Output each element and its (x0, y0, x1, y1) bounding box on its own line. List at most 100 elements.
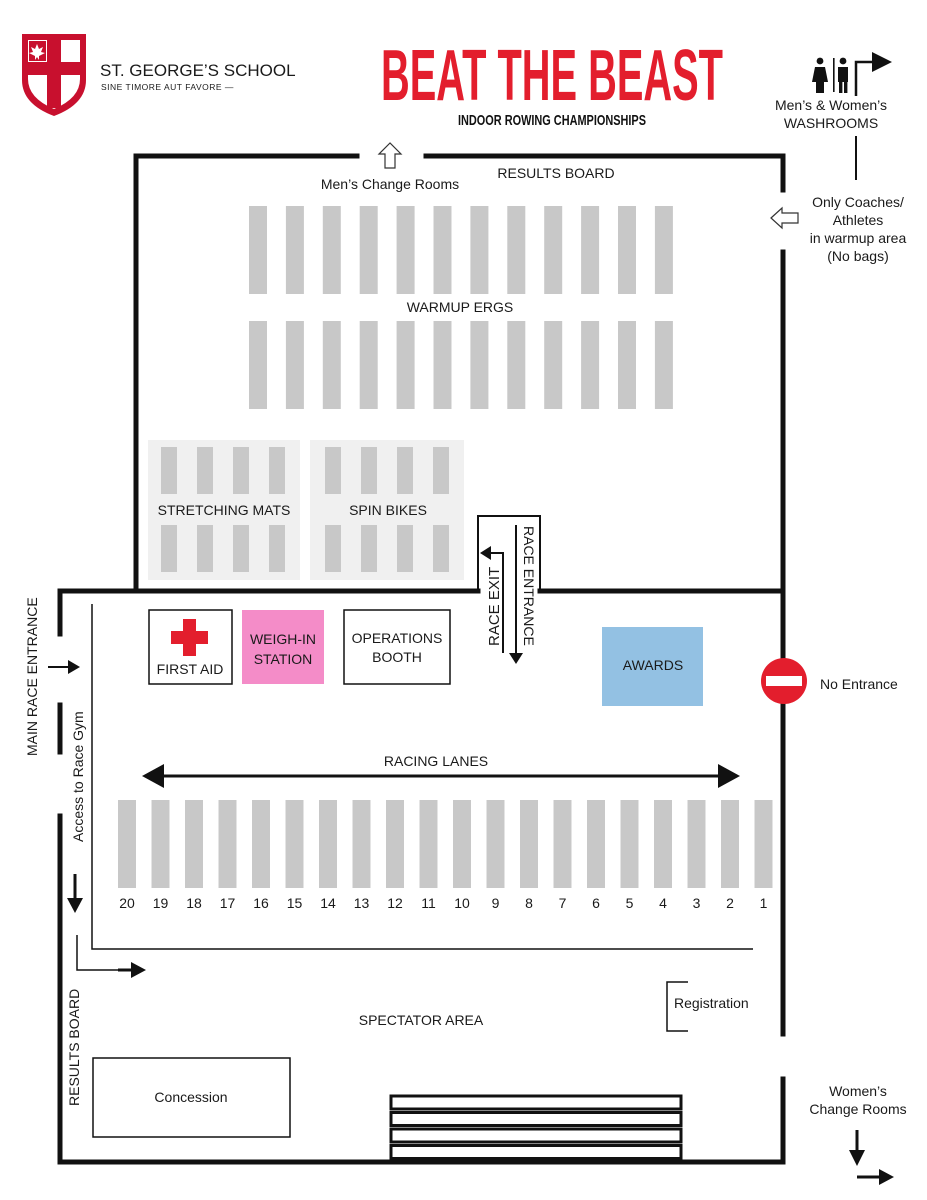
restroom-icon (812, 57, 848, 93)
event-title: BEAT THE BEAST (381, 36, 723, 116)
racing-erg (151, 800, 170, 888)
awards-area (602, 627, 703, 706)
racing-erg (721, 800, 739, 888)
spin-bike (433, 447, 449, 494)
bleacher-row (389, 1144, 683, 1160)
racing-erg (185, 800, 203, 888)
spin-bike (397, 447, 413, 494)
operations-booth (343, 609, 451, 685)
warmup-notice-line3: in warmup area (810, 230, 907, 246)
stretching-mat (161, 525, 177, 572)
operations-label-line2: BOOTH (372, 649, 422, 665)
racing-erg (386, 800, 404, 888)
racing-erg (620, 800, 639, 888)
warmup-erg (433, 206, 452, 294)
racing-erg (252, 800, 270, 888)
lane-number: 5 (626, 895, 634, 911)
racing-erg (754, 800, 773, 888)
warmup-erg (507, 206, 526, 294)
warmup-erg (285, 321, 304, 409)
racing-lanes-double-arrow (142, 764, 740, 788)
lane-number: 20 (119, 895, 135, 911)
lane-number: 7 (559, 895, 567, 911)
warmup-notice-line2: Athletes (833, 212, 884, 228)
racing-erg (319, 800, 337, 888)
warmup-erg (544, 206, 563, 294)
warmup-ergs-label: WARMUP ERGS (407, 299, 514, 315)
warmup-entry-arrow-icon (770, 206, 799, 230)
warmup-ergs-row-2 (249, 321, 673, 409)
main-race-entrance-label: MAIN RACE ENTRANCE (24, 597, 40, 756)
concession-stand (92, 1057, 291, 1138)
lane-number: 17 (220, 895, 236, 911)
lane-number: 16 (253, 895, 269, 911)
racing-erg (352, 800, 371, 888)
warmup-erg (618, 206, 636, 294)
stretching-mat (161, 447, 177, 494)
warmup-erg (507, 321, 526, 409)
spin-bike (325, 447, 341, 494)
results-board-upper-label: RESULTS BOARD (497, 165, 614, 181)
warmup-erg (544, 321, 563, 409)
stretching-mats-label: STRETCHING MATS (158, 502, 291, 518)
washroom-label-line1: Men’s & Women’s (775, 97, 887, 113)
racing-erg (654, 800, 672, 888)
spin-bike (397, 525, 413, 572)
spin-bikes-label: SPIN BIKES (349, 502, 427, 518)
operations-label-line1: OPERATIONS (352, 630, 443, 646)
spin-bike (361, 525, 377, 572)
racing-erg (118, 800, 136, 888)
lane-number: 15 (287, 895, 303, 911)
upper-room-walls (133, 153, 786, 593)
warmup-ergs-row-1 (249, 206, 673, 294)
lane-number: 6 (592, 895, 600, 911)
lane-number: 12 (387, 895, 403, 911)
womens-change-rooms-line1: Women’s (829, 1083, 887, 1099)
weigh-in-station (242, 610, 324, 684)
first-aid-cross-icon (171, 619, 208, 656)
registration-label: Registration (674, 995, 749, 1011)
spin-bike (361, 447, 377, 494)
warmup-erg (359, 206, 378, 294)
racing-lanes-label: RACING LANES (384, 753, 488, 769)
stretching-mats (161, 447, 285, 572)
spectator-area-label: SPECTATOR AREA (359, 1012, 484, 1028)
mens-change-rooms-label: Men’s Change Rooms (321, 176, 459, 192)
registration-desk (666, 981, 688, 1032)
racing-erg (687, 800, 706, 888)
race-gym-inner-lines (76, 604, 753, 971)
warmup-erg (359, 321, 378, 409)
womens-change-rooms-line2: Change Rooms (809, 1101, 906, 1117)
race-corridor-walls (477, 515, 541, 591)
stretching-mat (269, 447, 285, 494)
no-entrance-icon (761, 658, 807, 704)
stretching-mat (197, 447, 213, 494)
warmup-erg (581, 321, 600, 409)
stretching-mat (233, 525, 249, 572)
warmup-erg (322, 206, 341, 294)
bleachers (389, 1094, 683, 1160)
lane-number: 11 (421, 895, 436, 911)
warmup-notice-line1: Only Coaches/ (812, 194, 904, 210)
warmup-erg (322, 321, 341, 409)
results-board-lower-label: RESULTS BOARD (66, 989, 82, 1106)
bleacher-row (389, 1127, 683, 1144)
awards-label: AWARDS (623, 657, 683, 673)
bleacher-row (389, 1094, 683, 1111)
warmup-erg (285, 206, 304, 294)
lane-number: 4 (659, 895, 667, 911)
warmup-erg (618, 321, 636, 409)
warmup-erg (249, 206, 267, 294)
no-entrance-label: No Entrance (820, 676, 898, 692)
lane-number: 2 (726, 895, 734, 911)
lane-number: 3 (693, 895, 701, 911)
lane-number: 18 (186, 895, 202, 911)
race-exit-label: RACE EXIT (486, 567, 503, 646)
weigh-in-label-line1: WEIGH-IN (250, 631, 316, 647)
concession-label: Concession (154, 1089, 227, 1105)
warmup-erg (470, 321, 489, 409)
spin-bikes (325, 447, 449, 572)
first-aid-label: FIRST AID (157, 661, 224, 677)
event-subtitle: INDOOR ROWING CHAMPIONSHIPS (458, 112, 646, 129)
